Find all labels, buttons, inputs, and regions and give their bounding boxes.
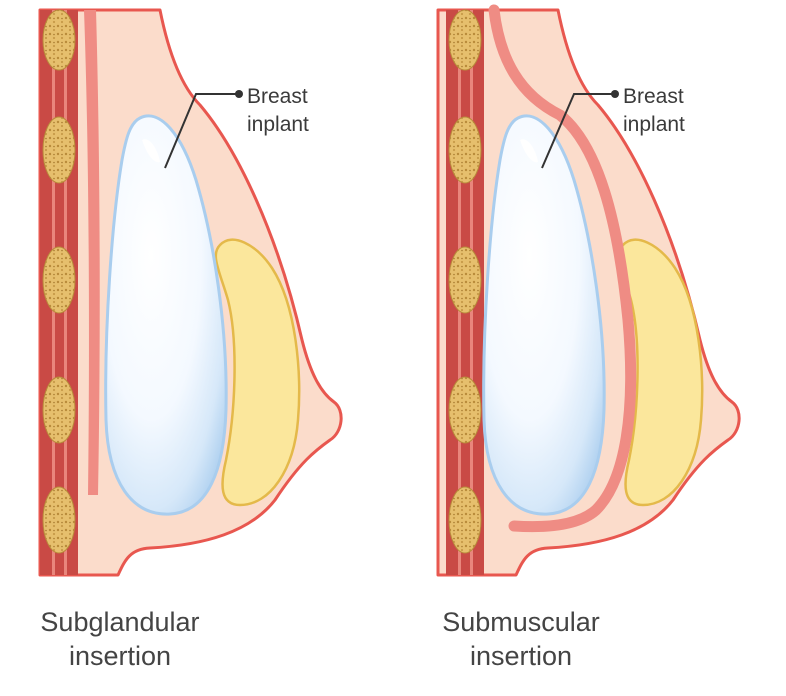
- breast-implant: [482, 114, 606, 516]
- rib: [42, 246, 76, 314]
- callout-label-line2: inplant: [247, 113, 309, 136]
- ribs: [448, 9, 482, 554]
- rib: [448, 246, 482, 314]
- implant-highlight: [142, 139, 160, 163]
- ribs: [42, 9, 76, 554]
- rib: [448, 116, 482, 184]
- mammary-gland: [617, 238, 704, 507]
- rib: [42, 376, 76, 444]
- implant-highlight: [520, 139, 538, 163]
- rib: [448, 376, 482, 444]
- rib: [448, 486, 482, 554]
- submuscular-panel: Breast inplant Submuscular insertion: [436, 4, 741, 671]
- panel-caption-line2: insertion: [69, 641, 171, 671]
- subglandular-panel: Breast inplant Subglandular insertion: [38, 8, 343, 671]
- panel-caption-line2: insertion: [470, 641, 572, 671]
- pectoral-muscle: [84, 10, 100, 495]
- rib: [42, 486, 76, 554]
- pectoral-muscle: [488, 4, 637, 533]
- callout-leader-line: [541, 93, 614, 169]
- panel-caption-line1: Subglandular: [40, 607, 199, 637]
- callout-label-line2: inplant: [623, 113, 685, 136]
- callout-label-line1: Breast: [623, 85, 684, 108]
- callout-dot: [611, 90, 619, 98]
- panel-caption-line1: Submuscular: [442, 607, 600, 637]
- mammary-gland: [214, 238, 301, 507]
- callout-label-line1: Breast: [247, 85, 308, 108]
- rib: [42, 9, 76, 71]
- rib: [448, 9, 482, 71]
- callout-dot: [235, 90, 243, 98]
- breast-implant: [104, 114, 228, 516]
- callout-leader-line: [164, 93, 238, 169]
- rib: [42, 116, 76, 184]
